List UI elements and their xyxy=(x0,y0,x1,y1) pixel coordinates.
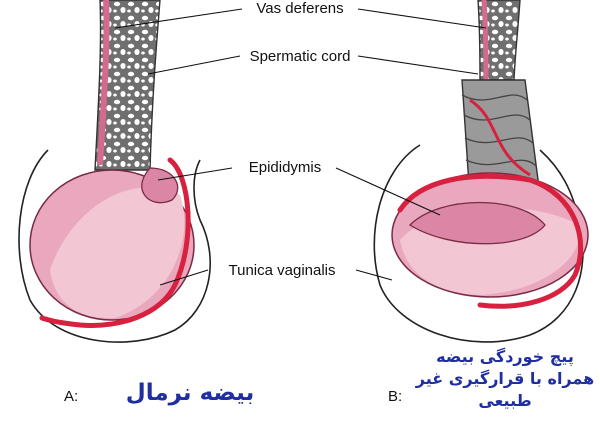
panel-b-letter: B: xyxy=(388,388,403,405)
panel-a-title: بیضه نرمال xyxy=(125,380,255,406)
leader-epi-left xyxy=(157,167,233,181)
vas-deferens-b xyxy=(481,0,489,83)
panel-b-title: پیچ خوردگی بیضه همراه با قرارگیری غیر طب… xyxy=(412,346,598,412)
panel-a-letter: A: xyxy=(64,388,79,405)
label-epididymis: Epididymis xyxy=(249,159,322,176)
label-tunica-vaginalis: Tunica vaginalis xyxy=(229,262,336,279)
leader-epi-right xyxy=(335,167,441,216)
leader-tunica-right xyxy=(355,269,393,281)
epididymis-b xyxy=(408,201,546,245)
leader-vas-left xyxy=(114,8,243,29)
epididymis-a xyxy=(141,167,179,204)
panel-b-torsion xyxy=(373,0,589,343)
vas-deferens-a xyxy=(97,0,110,166)
twisted-cord-red-b xyxy=(469,98,531,177)
panel-b-title-line3: طبیعی xyxy=(478,391,532,410)
label-spermatic-cord: Spermatic cord xyxy=(250,48,351,65)
leader-lines xyxy=(114,8,487,286)
panel-b-title-line2: همراه با قرارگیری غیر xyxy=(415,369,595,388)
label-vas-deferens: Vas deferens xyxy=(256,0,343,17)
leader-cord-left xyxy=(147,55,241,75)
leader-tunica-left xyxy=(159,269,209,286)
leader-vas-right xyxy=(357,8,487,29)
panel-a-normal xyxy=(18,0,211,343)
tunica-vaginalis-a xyxy=(39,157,191,328)
tunica-vaginalis-b xyxy=(397,173,584,309)
panel-b-title-line1: پیچ خوردگی بیضه xyxy=(436,347,574,366)
leader-cord-right xyxy=(357,55,479,75)
scrotum-outline-a xyxy=(18,149,211,343)
testis-inner-a xyxy=(50,187,185,319)
